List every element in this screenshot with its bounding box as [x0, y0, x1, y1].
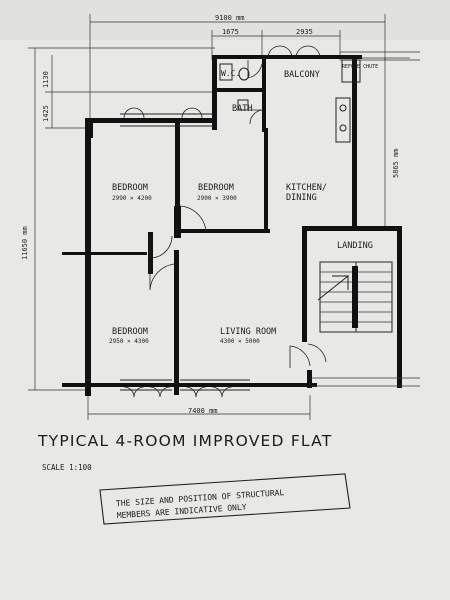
column-corner	[86, 120, 93, 138]
wall-bedroom-divider	[175, 118, 180, 238]
wall-service-top	[212, 55, 362, 59]
label-bedroom-1-size: 2990 × 4200	[112, 195, 152, 202]
walls	[62, 55, 402, 396]
wall-service-left	[212, 55, 217, 130]
bottom-dimensions: 7400 mm	[87, 395, 311, 420]
wall-top-bedrooms	[85, 118, 215, 123]
wall-kitchen-right	[352, 55, 357, 230]
label-bedroom-3: BEDROOM	[112, 327, 148, 337]
top-dimensions: 9100 mm 1675 2935	[89, 14, 386, 120]
label-bedroom-2-size: 2900 × 3900	[197, 195, 237, 202]
label-living-room: LIVING ROOM	[220, 327, 276, 337]
dim-left-top-b: 1425	[42, 105, 50, 122]
wc-basin	[238, 67, 250, 81]
toilet	[219, 63, 233, 81]
staircase	[317, 261, 393, 333]
column-mid	[174, 206, 181, 238]
wall-stair-right	[397, 226, 402, 388]
label-bedroom-2: BEDROOM	[198, 183, 234, 193]
label-kitchen-2: DINING	[286, 193, 317, 203]
stove	[339, 124, 347, 132]
fixtures	[219, 59, 361, 143]
room-labels: W.C. BALCONY REFUSE CHUTE BATH BEDROOM 2…	[109, 64, 378, 345]
label-refuse-text: REFUSE CHUTE	[342, 64, 378, 70]
bath-basin	[237, 99, 249, 111]
windows	[120, 51, 420, 391]
label-bath: BATH	[232, 104, 252, 114]
wall-stair-left	[302, 226, 307, 342]
dim-top-right: 2935	[296, 28, 313, 36]
dim-top-left: 1675	[222, 28, 239, 36]
kitchen-counter	[335, 97, 351, 143]
dim-overall-width: 9100 mm	[215, 14, 245, 22]
label-kitchen-1: KITCHEN/	[286, 183, 327, 193]
sink	[339, 104, 347, 112]
refuse-chute-box	[341, 59, 361, 83]
wall-wc-bath-divider	[212, 88, 266, 92]
wall-left	[85, 118, 91, 396]
wall-entry-post	[307, 370, 312, 388]
left-dimensions: 1130 1425 11650 mm	[21, 47, 215, 391]
wall-bedroom2-right	[264, 128, 268, 232]
dim-left-top-a: 1130	[42, 71, 50, 88]
label-living-room-size: 4300 × 5000	[220, 338, 260, 345]
column-bedroom1	[148, 232, 153, 274]
dim-right-height: 5865 mm	[392, 148, 400, 178]
label-balcony: BALCONY	[284, 70, 320, 80]
label-bedroom-1: BEDROOM	[112, 183, 148, 193]
dim-bottom-width: 7400 mm	[188, 407, 218, 415]
paper-shadow	[0, 0, 450, 40]
wall-bedroom1-bottom	[62, 252, 147, 255]
label-bedroom-3-size: 2950 × 4300	[109, 338, 149, 345]
plan-title: TYPICAL 4-ROOM IMPROVED FLAT	[37, 432, 332, 450]
wall-wc-bath-right	[262, 55, 266, 132]
wall-bottom	[62, 383, 317, 387]
wall-stair-top	[302, 226, 402, 231]
label-landing: LANDING	[337, 241, 373, 251]
label-wc: W.C.	[221, 69, 240, 78]
column-stubs	[86, 120, 181, 274]
scale-label: SCALE 1:100	[42, 463, 92, 472]
label-refuse: REFUSE CHUTE	[342, 64, 378, 70]
wall-bedroom3-right	[174, 250, 179, 395]
wall-bedroom2-bottom	[180, 229, 270, 233]
dim-overall-height: 11650 mm	[21, 226, 29, 260]
